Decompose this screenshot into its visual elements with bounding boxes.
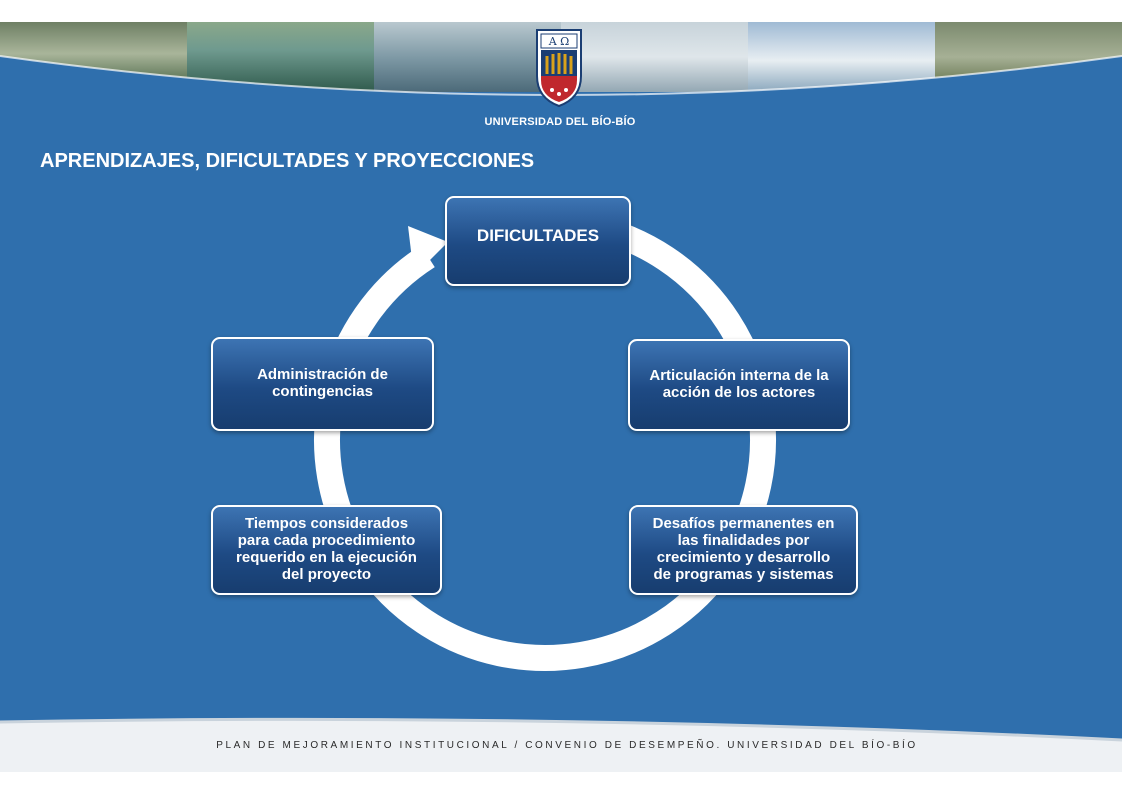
node-articulacion-label: Articulación interna de la acción de los…: [649, 367, 829, 401]
node-desafios-label: Desafíos permanentes en las finalidades …: [652, 515, 835, 583]
node-tiempos: Tiempos considerados para cada procedimi…: [211, 505, 442, 595]
waterfall-photo: [561, 22, 748, 92]
cycle-arrowhead-icon: [408, 226, 448, 276]
footer: PLAN DE MEJORAMIENTO INSTITUCIONAL / CON…: [6, 735, 1122, 753]
node-dificultades: DIFICULTADES: [445, 196, 631, 286]
university-name: UNIVERSIDAD DEL BÍO-BÍO: [484, 116, 636, 128]
node-administracion: Administración de contingencias: [211, 337, 434, 431]
harbor-photo: [374, 22, 561, 92]
node-administracion-label: Administración de contingencias: [257, 366, 388, 400]
node-desafios: Desafíos permanentes en las finalidades …: [629, 505, 858, 595]
banner-swoosh: [0, 55, 1122, 772]
page-title: APRENDIZAJES, DIFICULTADES Y PROYECCIONE…: [40, 150, 535, 172]
crest-letters: A Ω: [548, 35, 570, 48]
university-crest-icon: A Ω: [536, 29, 582, 108]
photo-banner: [0, 22, 1122, 92]
node-tiempos-label: Tiempos considerados para cada procedimi…: [236, 515, 417, 583]
university-logo: A Ω UNIVERSIDAD DEL BÍO-BÍO: [480, 20, 640, 140]
footer-text: PLAN DE MEJORAMIENTO INSTITUCIONAL / CON…: [216, 740, 918, 751]
node-articulacion: Articulación interna de la acción de los…: [628, 339, 850, 431]
node-dificultades-label: DIFICULTADES: [476, 226, 600, 246]
